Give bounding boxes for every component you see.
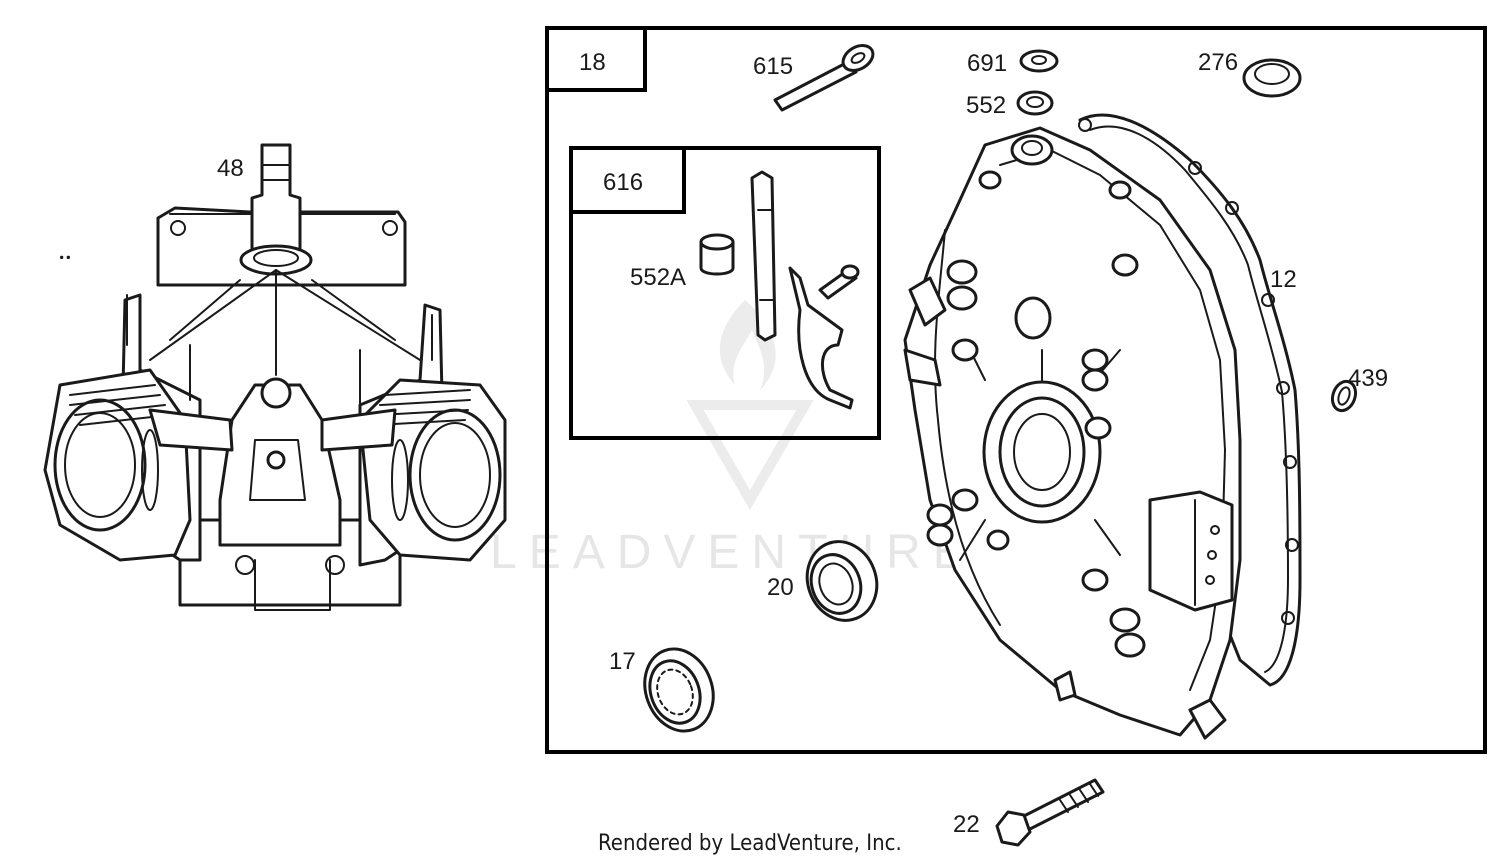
- callout-20[interactable]: 20: [767, 574, 794, 601]
- callout-17[interactable]: 17: [609, 648, 636, 675]
- part-691[interactable]: [1019, 49, 1059, 73]
- crankcase-assembly[interactable]: [43, 143, 507, 611]
- stray-dots: . .: [60, 247, 70, 261]
- callout-22[interactable]: 22: [953, 811, 980, 838]
- part-12-gasket[interactable]: [1078, 113, 1302, 687]
- callout-276[interactable]: 276: [1198, 49, 1238, 76]
- part-22[interactable]: [995, 778, 1105, 847]
- governor-shaft[interactable]: [750, 170, 777, 342]
- watermark-logo: LEADVENTURE: [490, 300, 977, 579]
- kit-616-tab: [569, 146, 686, 214]
- callout-552a[interactable]: 552A: [630, 264, 686, 291]
- render-credit: Rendered by LeadVenture, Inc.: [598, 831, 902, 856]
- part-439[interactable]: [1329, 378, 1360, 414]
- part-552a[interactable]: [699, 233, 735, 276]
- callout-18[interactable]: 18: [579, 49, 606, 76]
- callout-616[interactable]: 616: [603, 169, 643, 196]
- callout-691[interactable]: 691: [967, 50, 1007, 77]
- callout-615[interactable]: 615: [753, 53, 793, 80]
- callout-48[interactable]: 48: [217, 155, 244, 182]
- part-615[interactable]: [773, 40, 877, 112]
- governor-fork[interactable]: [788, 264, 860, 410]
- crankcase-cover[interactable]: [903, 126, 1242, 740]
- part-17[interactable]: [634, 639, 725, 741]
- kit-box-616: [569, 146, 881, 440]
- part-20[interactable]: [796, 532, 887, 630]
- part-276[interactable]: [1242, 58, 1302, 98]
- callout-12[interactable]: 12: [1270, 266, 1297, 293]
- watermark-text: LEADVENTURE: [490, 526, 977, 579]
- callout-552[interactable]: 552: [966, 92, 1006, 119]
- part-552[interactable]: [1016, 90, 1054, 116]
- kit-18-tab: [545, 26, 647, 92]
- kit-box-18: [545, 26, 1487, 754]
- callout-439[interactable]: 439: [1348, 365, 1388, 392]
